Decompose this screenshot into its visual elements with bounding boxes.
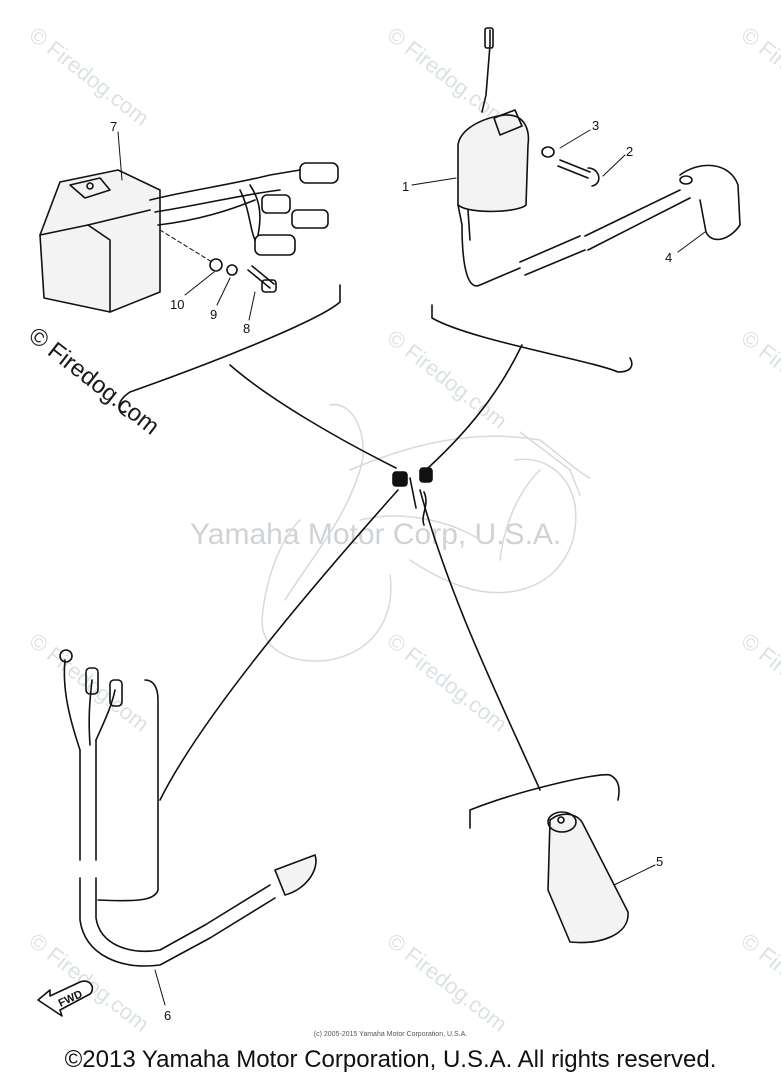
callout-7: 7 — [110, 119, 117, 134]
group-bracket — [97, 679, 159, 902]
bolt-8 — [247, 265, 277, 293]
mount-point — [392, 471, 408, 487]
callout-1: 1 — [402, 179, 409, 194]
screw-2 — [557, 159, 600, 187]
callout-6: 6 — [164, 1008, 171, 1023]
ignition-coil — [457, 27, 530, 287]
washer-3 — [541, 146, 555, 158]
spark-plug-cap — [519, 164, 741, 276]
mount-point — [419, 467, 433, 483]
leader-line — [229, 364, 397, 469]
callout-2: 2 — [626, 144, 633, 159]
fwd-arrow — [37, 980, 94, 1017]
washer-9 — [226, 264, 238, 276]
callout-3: 3 — [592, 118, 599, 133]
group-bracket — [431, 304, 633, 373]
callout-10: 10 — [170, 297, 184, 312]
leader-line — [427, 344, 523, 469]
callout-9: 9 — [210, 307, 217, 322]
callout-8: 8 — [243, 321, 250, 336]
nut-10 — [209, 258, 223, 272]
leader-line — [159, 489, 399, 801]
plug-boot — [547, 811, 629, 944]
fine-print-copyright: (c) 2005-2015 Yamaha Motor Corporation, … — [313, 1031, 468, 1038]
motorcycle-outline — [261, 404, 591, 662]
wire-harness — [59, 649, 317, 967]
group-bracket — [118, 284, 341, 417]
group-bracket — [469, 773, 620, 829]
leader-line — [419, 489, 541, 791]
callout-5: 5 — [656, 854, 663, 869]
callout-4: 4 — [665, 250, 672, 265]
footer-copyright: ©2013 Yamaha Motor Corporation, U.S.A. A… — [64, 1046, 717, 1073]
cdi-unit — [39, 162, 339, 313]
